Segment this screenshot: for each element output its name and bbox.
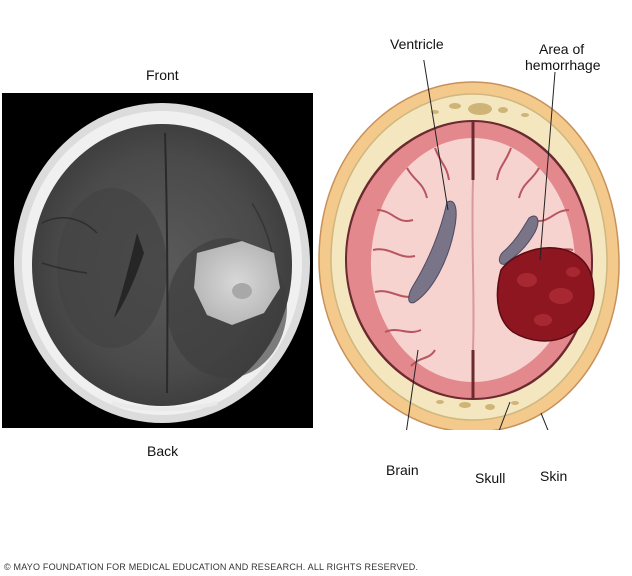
skin-pointer bbox=[540, 412, 559, 456]
ct-scan-svg bbox=[2, 93, 313, 428]
front-label: Front bbox=[146, 67, 179, 83]
back-label: Back bbox=[147, 443, 179, 459]
hemorrhage-label-line1: Area of bbox=[539, 41, 585, 57]
copyright-notice: © MAYO FOUNDATION FOR MEDICAL EDUCATION … bbox=[4, 562, 419, 572]
diagram-ventricle-left bbox=[408, 200, 457, 304]
diagram-ventricle-right bbox=[498, 215, 539, 265]
ventricle-pointer bbox=[422, 54, 449, 211]
brain-diagram bbox=[315, 54, 632, 461]
brain-diagram-svg bbox=[318, 54, 620, 461]
skin-label: Skin bbox=[540, 468, 568, 484]
ventricle-label: Ventricle bbox=[390, 36, 444, 52]
ct-scan-image bbox=[2, 93, 313, 428]
hemorrhage-pointer bbox=[539, 71, 556, 261]
ct-hemorrhage bbox=[194, 241, 280, 325]
diagram-hemorrhage bbox=[496, 247, 595, 342]
skull-label: Skull bbox=[475, 470, 506, 486]
brain-label: Brain bbox=[386, 462, 419, 478]
hemorrhage-label-line2: hemorrhage bbox=[525, 57, 601, 73]
